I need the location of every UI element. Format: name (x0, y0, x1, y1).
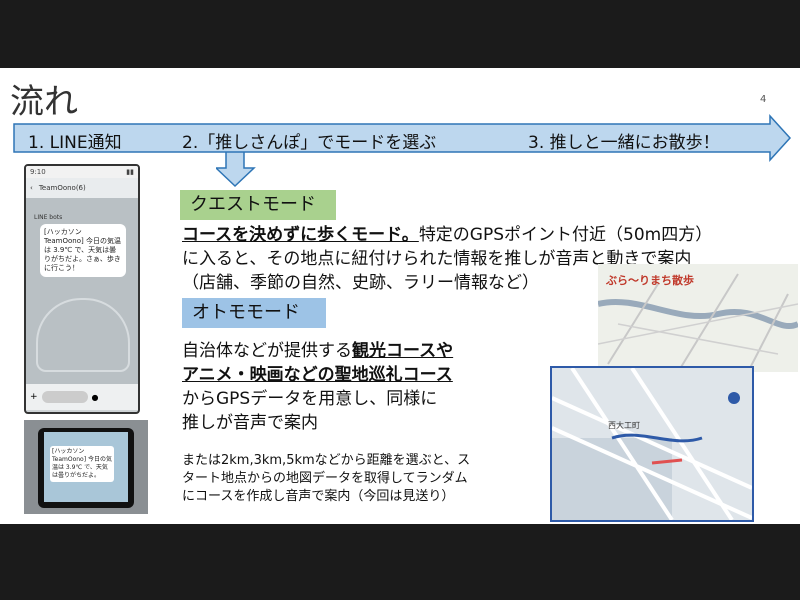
note-line-1: または2km,3km,5kmなどから距離を選ぶと、ス (182, 453, 471, 468)
otomo-line-3: からGPSデータを用意し、同様に (182, 389, 438, 409)
tourist-map-title: ぶら〜りまち散歩 (606, 274, 694, 287)
down-arrow-icon (216, 152, 256, 188)
quest-emphasis: コースを決めずに歩くモード。 (182, 225, 419, 245)
otomo-emphasis-1: 観光コースや (352, 341, 454, 361)
status-time: 9:10 (30, 168, 46, 176)
page-number: 4 (760, 94, 767, 105)
top-letterbox (0, 0, 800, 68)
step-choose-mode: 2.「推しさんぽ」でモードを選ぶ (182, 133, 437, 153)
route-map-graphic (552, 368, 752, 520)
quest-line-3: （店舗、季節の自然、史跡、ラリー情報など） (182, 273, 539, 293)
quest-mode-label: クエストモード (180, 190, 336, 220)
route-map: 西大工町 (550, 366, 754, 522)
otomo-line-1-plain: 自治体などが提供する (182, 341, 352, 361)
quest-line-1-rest: 特定のGPSポイント付近（50m四方） (418, 225, 713, 245)
otomo-mode-label: オトモモード (182, 298, 326, 328)
step-line-notification: 1. LINE通知 (28, 133, 122, 153)
otomo-line-4: 推しが音声で案内 (182, 413, 318, 433)
otomo-line-2: アニメ・映画などの聖地巡礼コース (182, 364, 453, 387)
quest-line-2: に入ると、その地点に紐付けられた情報を推しが音声と動きで案内 (182, 249, 692, 269)
note-line-3: にコースを作成し音声で案内（今回は見送り） (182, 489, 455, 504)
note-line-2: タート地点からの地図データを取得してランダム (182, 471, 468, 486)
quest-line-1: コースを決めずに歩くモード。特定のGPSポイント付近（50m四方） (182, 224, 712, 247)
photo-chat-bubble: [ハッカソン TeamOono] 今日の気温は 3.9℃ で、天気は曇りがちだよ… (50, 446, 114, 482)
phone-status-bar: 9:10 ▮▮ (26, 166, 138, 178)
route-map-place-label: 西大工町 (608, 421, 640, 430)
chat-bubble: [ハッカソン TeamOono] 今日の気温は 3.9℃ で、天気は曇りがちだよ… (40, 224, 126, 277)
signal-icon: ▮▮ (126, 168, 134, 176)
chat-sender: LINE bots (34, 214, 63, 221)
slide: 流れ 4 1. LINE通知 2.「推しさんぽ」でモードを選ぶ 3. 推しと一緒… (0, 68, 800, 524)
chat-name: TeamOono(6) (38, 184, 86, 192)
plus-icon: + (30, 392, 38, 402)
step-walk-together: 3. 推しと一緒にお散歩！ (528, 133, 720, 153)
back-arrow-icon: ‹ (30, 184, 33, 192)
mascot-watermark (36, 298, 130, 372)
slide-title: 流れ (10, 82, 78, 122)
photo-phone-screen: [ハッカソン TeamOono] 今日の気温は 3.9℃ で、天気は曇りがちだよ… (44, 432, 128, 502)
flow-arrow (13, 114, 792, 162)
message-input (41, 391, 88, 403)
phone-photo: [ハッカソン TeamOono] 今日の気温は 3.9℃ で、天気は曇りがちだよ… (24, 420, 148, 514)
phone-screenshot: 9:10 ▮▮ ‹ TeamOono(6) LINE bots [ハッカソン T… (24, 164, 140, 414)
chat-header: ‹ TeamOono(6) (26, 178, 138, 198)
bottom-letterbox (0, 524, 800, 600)
distance-note: または2km,3km,5kmなどから距離を選ぶと、ス タート地点からの地図データ… (182, 452, 470, 506)
mic-icon: ● (91, 392, 99, 402)
chat-area: LINE bots [ハッカソン TeamOono] 今日の気温は 3.9℃ で… (26, 198, 138, 384)
tourist-map: ぶら〜りまち散歩 (598, 264, 798, 372)
tourist-map-graphic (598, 273, 798, 372)
chat-input-bar: + ● (26, 384, 138, 410)
otomo-line-1: 自治体などが提供する観光コースや (182, 340, 453, 363)
otomo-emphasis-2: アニメ・映画などの聖地巡礼コース (182, 365, 453, 385)
